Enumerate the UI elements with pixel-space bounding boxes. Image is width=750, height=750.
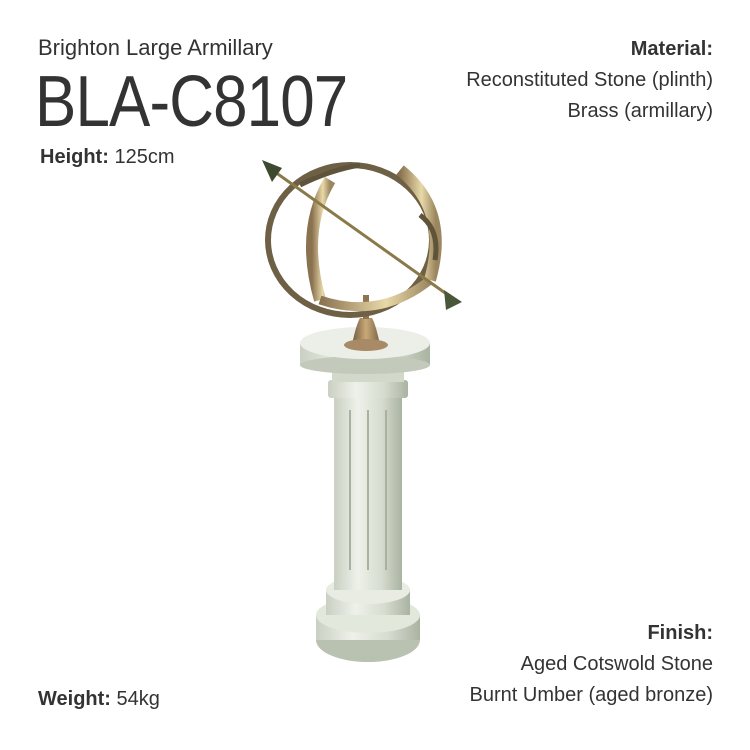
product-code: BLA-C8107 bbox=[35, 62, 348, 142]
material-spec: Material: Reconstituted Stone (plinth) B… bbox=[466, 34, 713, 127]
product-name: Brighton Large Armillary bbox=[38, 35, 273, 60]
finish-spec: Finish: Aged Cotswold Stone Burnt Umber … bbox=[470, 618, 713, 711]
plinth-top bbox=[300, 327, 430, 374]
pedestal-base bbox=[316, 575, 420, 662]
armillary-sphere bbox=[265, 162, 456, 318]
finish-line: Burnt Umber (aged bronze) bbox=[469, 684, 713, 706]
finish-label: Finish: bbox=[647, 622, 713, 644]
height-value: 125cm bbox=[114, 146, 175, 168]
weight-spec: Weight: 54kg bbox=[38, 684, 160, 715]
material-line: Brass (armillary) bbox=[567, 100, 713, 122]
finish-line: Aged Cotswold Stone bbox=[520, 653, 713, 675]
material-label: Material: bbox=[630, 38, 713, 60]
product-image bbox=[262, 160, 462, 662]
pedestal-column bbox=[328, 372, 408, 580]
height-label: Height: bbox=[40, 146, 109, 168]
arrow-heads bbox=[262, 160, 462, 310]
weight-value: 54kg bbox=[116, 688, 160, 710]
height-spec: Height: 125cm bbox=[40, 142, 174, 173]
weight-label: Weight: bbox=[38, 688, 111, 710]
material-line: Reconstituted Stone (plinth) bbox=[466, 69, 713, 91]
